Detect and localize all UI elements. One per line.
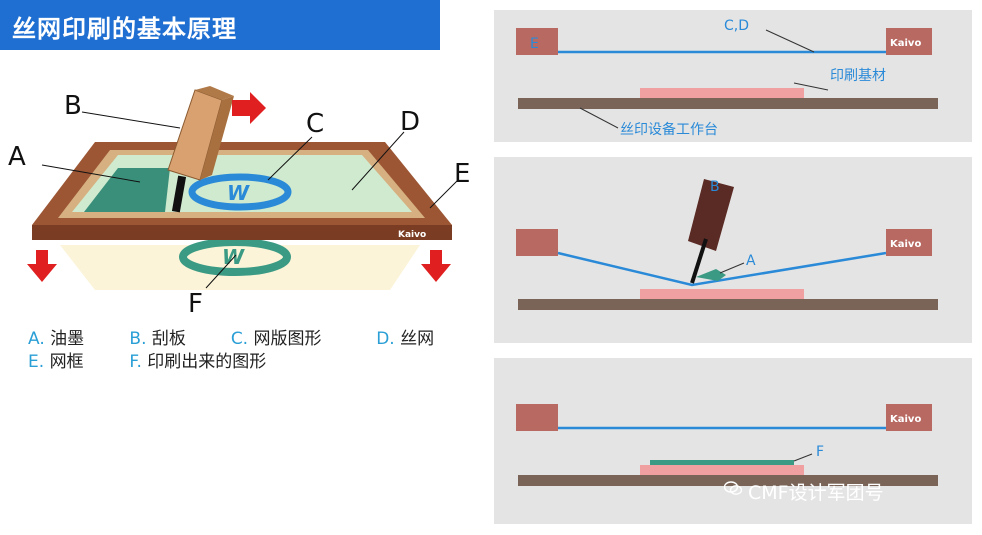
frame-block-left xyxy=(516,404,558,431)
frame-brand: Kaivo xyxy=(398,230,426,240)
ink-blob xyxy=(696,269,726,281)
leader-d xyxy=(351,131,405,191)
title-bar: 丝网印刷的基本原理 xyxy=(0,0,440,50)
substrate xyxy=(640,289,804,299)
step-panel-1: E Kaivo C,D 印刷基材 丝印设备工作台 xyxy=(494,10,972,142)
squeegee-blade xyxy=(171,175,187,213)
step-2-diagram: Kaivo B A xyxy=(516,179,938,310)
squeegee-right xyxy=(200,96,234,180)
substrate xyxy=(640,88,804,98)
block-brand-right: Kaivo xyxy=(890,38,921,49)
block-label-e: E xyxy=(530,36,539,52)
page-title: 丝网印刷的基本原理 xyxy=(12,15,237,43)
ink xyxy=(84,168,170,212)
legend-item-f: F. 印刷出来的图形 xyxy=(129,352,267,372)
printed-logo-letter: W xyxy=(222,245,245,269)
frame-block-right xyxy=(886,229,932,256)
leader-cd xyxy=(765,29,815,53)
work-table xyxy=(518,475,938,486)
frame-block-right xyxy=(886,404,932,431)
leader-table xyxy=(579,107,619,129)
screen-printing-diagram: W W Kaivo A B C D E F xyxy=(8,86,470,319)
leader-a xyxy=(719,262,745,274)
label-f: F xyxy=(188,289,203,319)
work-table xyxy=(518,98,938,109)
legend-item-a: A. 油墨 xyxy=(28,329,85,349)
label-f: F xyxy=(816,444,824,460)
label-substrate: 印刷基材 xyxy=(830,67,886,84)
label-b: B xyxy=(64,91,82,121)
leader-c xyxy=(267,136,313,181)
label-b: B xyxy=(710,179,720,195)
legend-item-d: D. 丝网 xyxy=(376,329,435,349)
step-panel-3: Kaivo F xyxy=(494,358,972,524)
stencil-logo xyxy=(188,173,292,211)
stencil-logo-letter: W xyxy=(227,181,250,205)
label-e: E xyxy=(454,159,470,189)
block-brand-right: Kaivo xyxy=(890,414,921,425)
legend-row-2: E. 网框 F. 印刷出来的图形 xyxy=(28,347,266,372)
squeegee-body xyxy=(688,179,734,251)
frame-block-left xyxy=(516,229,558,256)
leader-e xyxy=(429,179,459,209)
legend-item-b: B. 刮板 xyxy=(129,329,186,349)
label-c: C xyxy=(306,109,324,139)
work-table xyxy=(518,299,938,310)
frame-block-left xyxy=(516,28,558,55)
leader-f xyxy=(793,453,813,462)
frame-front xyxy=(32,225,452,240)
frame-block-right xyxy=(886,28,932,55)
printed-logo xyxy=(179,238,291,276)
printed-area xyxy=(60,245,420,290)
label-table: 丝印设备工作台 xyxy=(620,121,718,138)
label-a: A xyxy=(8,142,26,172)
step-1-diagram: E Kaivo C,D 印刷基材 丝印设备工作台 xyxy=(516,18,938,138)
legend-item-c: C. 网版图形 xyxy=(230,329,322,349)
substrate xyxy=(640,465,804,475)
label-d: D xyxy=(400,107,420,137)
printed-ink-layer xyxy=(650,460,794,465)
label-a: A xyxy=(746,253,756,269)
leader-substrate xyxy=(793,82,829,91)
watermark: CMF设计军团号 xyxy=(748,482,884,504)
step-panel-2: Kaivo B A xyxy=(494,157,972,343)
move-right-arrow xyxy=(232,92,266,124)
leader-a xyxy=(41,164,141,183)
wechat-icon xyxy=(724,481,742,495)
legend-row-1: A. 油墨 B. 刮板 C. 网版图形 D. 丝网 xyxy=(28,324,434,349)
down-arrow-right xyxy=(421,250,451,282)
leader-f xyxy=(205,254,237,289)
legend-item-e: E. 网框 xyxy=(28,352,84,372)
down-arrow-left xyxy=(27,250,57,282)
block-brand-right: Kaivo xyxy=(890,239,921,250)
label-cd: C,D xyxy=(724,18,749,34)
leader-b xyxy=(81,111,181,129)
screen-mesh-deflected xyxy=(557,251,887,287)
squeegee-side xyxy=(195,86,234,100)
step-3-diagram: Kaivo F xyxy=(516,404,938,486)
squeegee-blade xyxy=(690,238,708,284)
